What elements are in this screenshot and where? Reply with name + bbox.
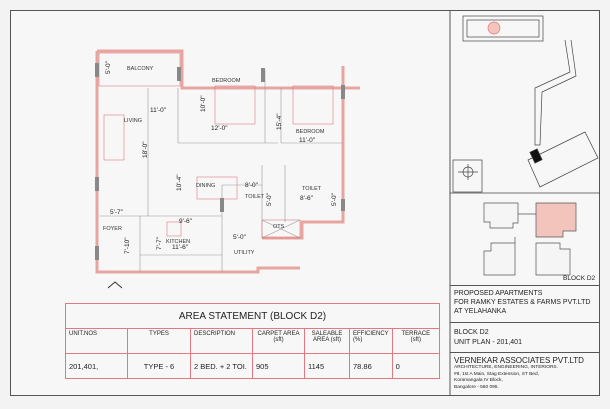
- table-header-row: UNIT.NOS TYPES DESCRIPTION CARPET AREA (…: [65, 328, 441, 354]
- firm-services: ARCHITECTURE, ENGINEERING, INTERIORS.: [454, 365, 558, 370]
- project-line: AT YELAHANKA: [454, 308, 507, 315]
- project-line: PROPOSED APARTMENTS: [454, 290, 543, 297]
- room-bedroom-1: BEDROOM: [212, 78, 241, 84]
- room-toilet-2: TOILET: [302, 186, 322, 192]
- dimension: 11'-0": [299, 137, 316, 144]
- room-toilet-1: TOILET: [245, 194, 265, 200]
- site-plan: [450, 15, 600, 194]
- room-balcony: BALCONY: [127, 66, 154, 72]
- header-cell: UNIT.NOS: [65, 328, 128, 354]
- dimension: 5'-0": [266, 192, 273, 206]
- firm-address: #8, 1st A Main, Stag Extension, ST Bed,: [454, 371, 539, 377]
- dimension: 11'-6": [172, 244, 189, 251]
- interior-lines: [98, 52, 343, 272]
- walls: [95, 49, 360, 274]
- firm-address: Koramangala IV Block,: [454, 378, 503, 383]
- cell-carpet-area: 905: [252, 353, 305, 379]
- cell-unit-nos: 201,401,: [65, 353, 128, 379]
- dimension: 5'-0": [105, 60, 112, 74]
- header-cell: DESCRIPTION: [190, 328, 253, 354]
- cell-terrace: 0: [391, 353, 441, 379]
- header-cell: TYPES: [127, 328, 191, 354]
- entry-arrow-icon: [107, 281, 123, 289]
- header-cell: SALEABLE AREA (sft): [304, 328, 350, 354]
- dimension: 5'-0": [233, 234, 247, 241]
- room-living: LIVING: [124, 118, 142, 124]
- cell-efficiency: 78.86: [349, 353, 393, 379]
- north-arrow-icon: [458, 164, 478, 180]
- table-title: AREA STATEMENT (BLOCK D2): [65, 303, 440, 329]
- dimension: 9'-6": [179, 218, 193, 225]
- room-ots: OTS: [273, 224, 285, 230]
- dimension: 10'-0": [200, 95, 207, 112]
- project-line: FOR RAMKY ESTATES & FARMS PVT.LTD: [454, 299, 591, 306]
- block-title-block: BLOCK D2 UNIT PLAN - 201,401: [450, 322, 600, 352]
- windows: [95, 63, 345, 260]
- dimension: 7'-10": [124, 237, 131, 254]
- dimension: 8'-0": [245, 182, 259, 189]
- highlighted-block-d2: [535, 202, 577, 238]
- wall-left-bottom: [95, 51, 300, 274]
- block-name: BLOCK D2: [454, 329, 489, 336]
- dimension: 12'-0": [211, 125, 228, 132]
- room-foyer: FOYER: [103, 226, 122, 232]
- dimension: 7'-7": [156, 236, 163, 250]
- dimension: 5'-0": [331, 192, 338, 206]
- key-plan-label: BLOCK D2: [563, 275, 596, 282]
- header-cell: TERRACE (sft): [391, 328, 441, 354]
- area-statement-table: AREA STATEMENT (BLOCK D2) UNIT.NOS TYPES…: [65, 303, 441, 379]
- room-dining: DINING: [196, 183, 215, 189]
- room-utility: UTILITY: [234, 250, 255, 256]
- cell-saleable-area: 1145: [304, 353, 350, 379]
- header-cell: CARPET AREA (sft): [252, 328, 305, 354]
- room-kitchen: KITCHEN: [166, 239, 190, 245]
- cell-description: 2 BED. + 2 TOI.: [190, 353, 253, 379]
- wall-top: [97, 49, 360, 90]
- table-row: 201,401, TYPE - 6 2 BED. + 2 TOI. 905 11…: [65, 353, 441, 379]
- firm-title-block: VERNEKAR ASSOCIATES PVT.LTD ARCHITECTURE…: [450, 352, 600, 396]
- project-title-block: PROPOSED APARTMENTS FOR RAMKY ESTATES & …: [450, 285, 600, 322]
- dimension: 11'-0": [150, 107, 167, 114]
- dimension: 18'-0": [142, 141, 149, 158]
- dimension: 10'-4": [176, 174, 183, 191]
- firm-name: VERNEKAR ASSOCIATES PVT.LTD: [454, 356, 584, 365]
- room-bedroom-2: BEDROOM: [296, 129, 325, 135]
- dimension: 5'-7": [110, 209, 124, 216]
- key-plan: [483, 202, 577, 276]
- unit-plan: UNIT PLAN - 201,401: [454, 339, 522, 346]
- firm-address: Bangalore - 560 095.: [454, 384, 499, 390]
- dimension: 15'-4": [276, 113, 283, 130]
- header-cell: EFFICIENCY (%): [349, 328, 393, 354]
- wall-right: [262, 66, 345, 240]
- dimension: 8'-6": [300, 195, 314, 202]
- cell-type: TYPE - 6: [127, 353, 191, 379]
